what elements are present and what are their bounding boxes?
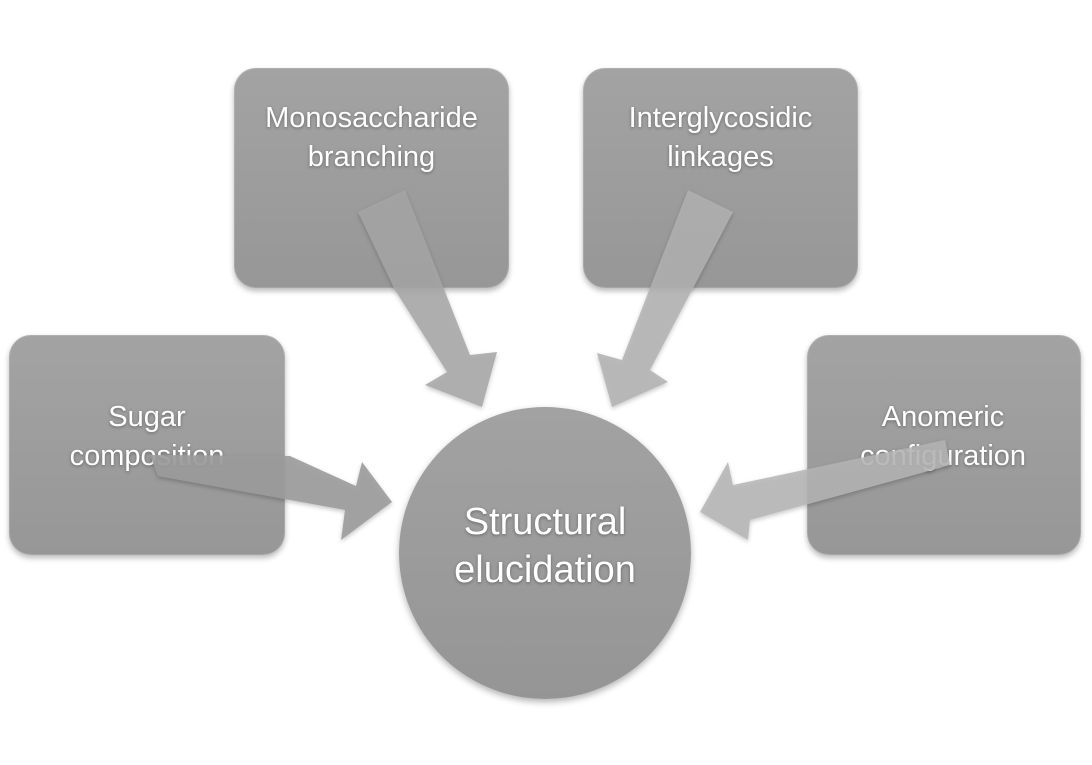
node-label: Anomeric configuration (859, 401, 1027, 472)
node-label: Monosaccharide branching (265, 102, 478, 173)
node-label: Sugar composition (69, 401, 225, 472)
node-anomeric-configuration: Anomeric configuration (807, 335, 1081, 555)
center-label: Structural elucidation (454, 501, 636, 591)
node-label: Interglycosidic linkages (628, 102, 813, 173)
node-monosaccharide-branching: Monosaccharide branching (234, 68, 509, 288)
node-sugar-composition: Sugar composition (9, 335, 285, 555)
node-interglycosidic-linkages: Interglycosidic linkages (583, 68, 858, 288)
center-node-structural-elucidation: Structural elucidation (399, 407, 691, 699)
